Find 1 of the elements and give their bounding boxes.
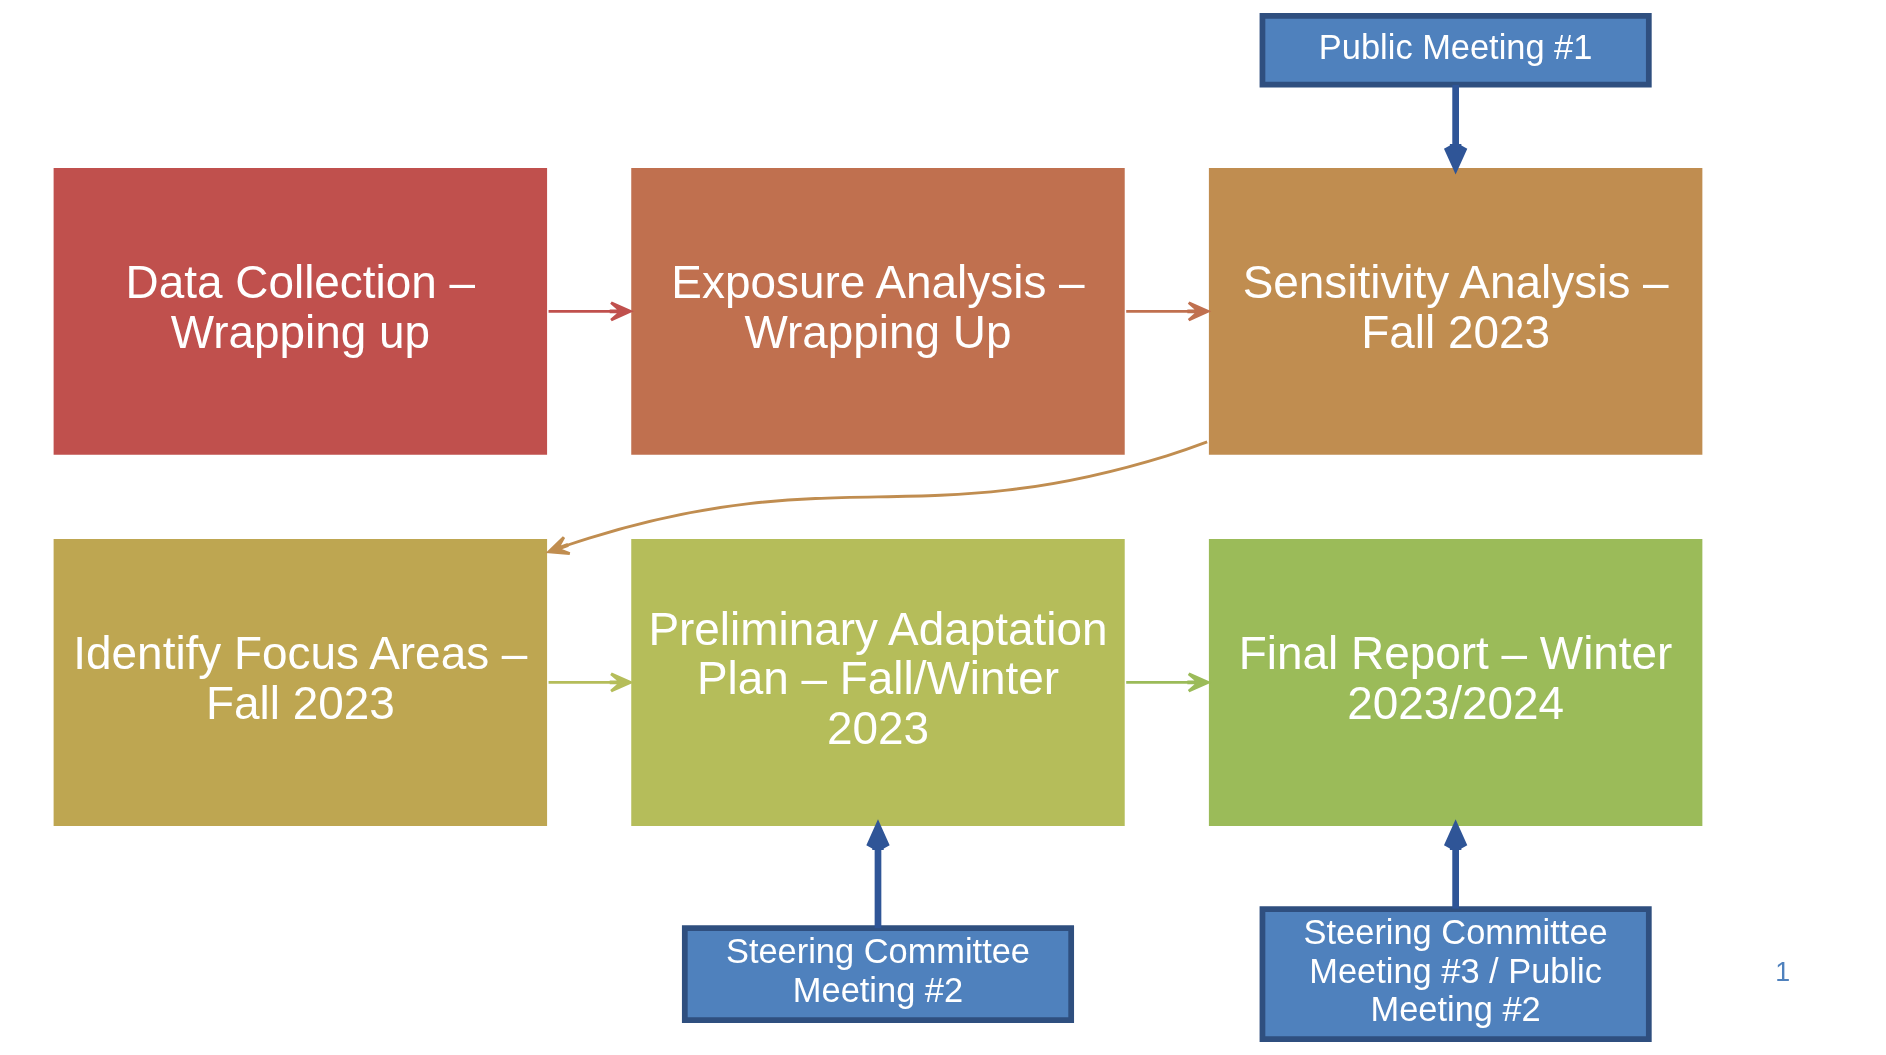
label: 1: [1774, 957, 1790, 988]
